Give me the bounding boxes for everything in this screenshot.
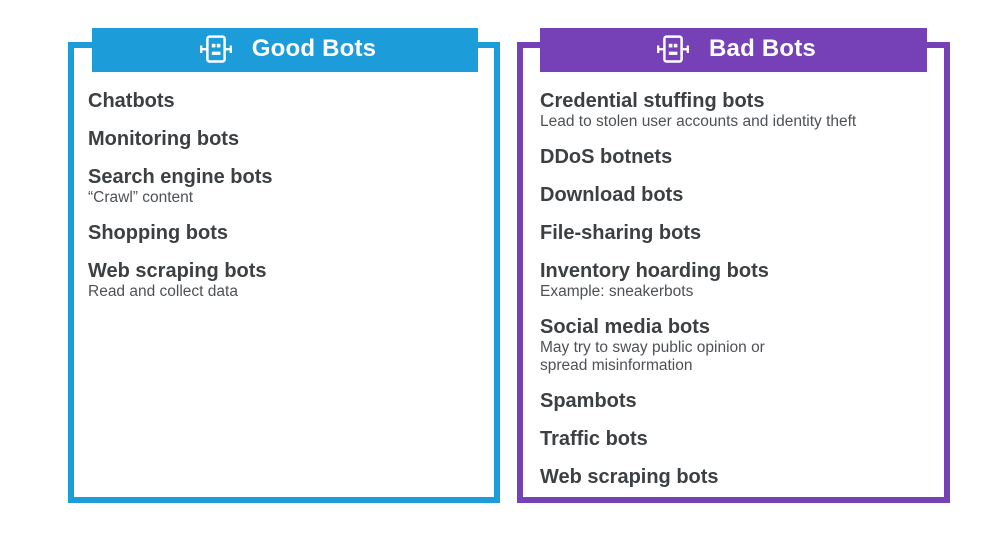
list-item: File-sharing bots (540, 222, 940, 245)
bot-type-label: Download bots (540, 184, 684, 206)
robot-icon (657, 34, 689, 63)
list-item: Credential stuffing bots Lead to stolen … (540, 90, 940, 131)
list-item: Inventory hoarding bots Example: sneaker… (540, 260, 940, 301)
list-item: Monitoring bots (88, 128, 488, 151)
list-item: Chatbots (88, 90, 488, 113)
good-bots-banner: Good Bots (92, 28, 478, 72)
bot-type-label: Shopping bots (88, 222, 228, 244)
bot-type-label: Spambots (540, 390, 637, 412)
list-item: DDoS botnets (540, 146, 940, 169)
bot-type-description: Read and collect data (88, 283, 238, 300)
robot-icon (199, 34, 232, 63)
bot-type-label: Credential stuffing bots (540, 90, 765, 112)
bot-type-label: Web scraping bots (88, 260, 267, 282)
bot-type-description: May try to sway public opinion or spread… (540, 339, 765, 374)
bot-type-label: Search engine bots (88, 166, 273, 188)
list-item: Web scraping bots (540, 466, 940, 489)
bot-type-description: Example: sneakerbots (540, 283, 694, 300)
bad-bots-panel (517, 42, 950, 503)
good-bots-list: Chatbots Monitoring bots Search engine b… (88, 90, 488, 316)
bot-type-label: File-sharing bots (540, 222, 702, 244)
list-item: Download bots (540, 184, 940, 207)
bot-type-label: Traffic bots (540, 428, 648, 450)
list-item: Traffic bots (540, 428, 940, 451)
bot-type-description: “Crawl” content (88, 189, 194, 206)
list-item: Shopping bots (88, 222, 488, 245)
list-item: Search engine bots “Crawl” content (88, 166, 488, 207)
bot-type-label: Monitoring bots (88, 128, 240, 150)
list-item: Spambots (540, 390, 940, 413)
bad-bots-title: Bad Bots (709, 35, 816, 62)
list-item: Social media bots May try to sway public… (540, 316, 940, 375)
bot-type-label: Chatbots (88, 90, 175, 112)
bot-type-label: Social media bots (540, 316, 711, 338)
bot-type-label: Web scraping bots (540, 466, 719, 488)
bot-type-label: Inventory hoarding bots (540, 260, 769, 282)
bad-bots-list: Credential stuffing bots Lead to stolen … (540, 90, 940, 504)
bad-bots-banner: Bad Bots (540, 28, 927, 72)
list-item: Web scraping bots Read and collect data (88, 260, 488, 301)
good-bots-title: Good Bots (251, 35, 377, 62)
bot-type-description: Lead to stolen user accounts and identit… (540, 113, 857, 130)
bot-type-label: DDoS botnets (540, 146, 673, 168)
